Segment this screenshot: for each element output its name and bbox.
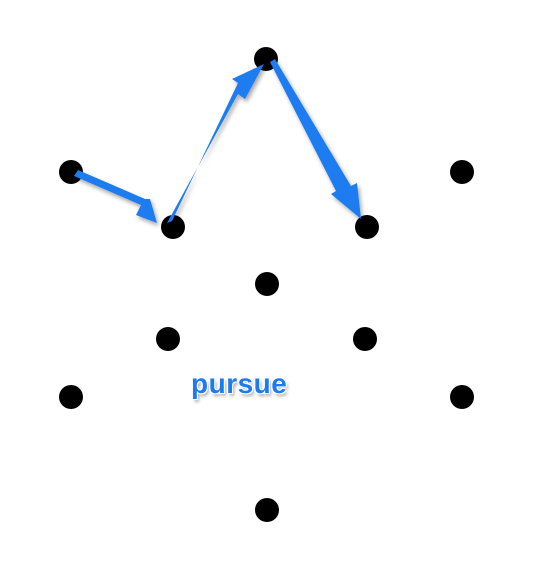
arrow-icon xyxy=(167,64,264,223)
arrow-icon xyxy=(74,170,157,223)
dot-icon xyxy=(450,160,474,184)
word-label: pursue xyxy=(191,368,288,399)
dot-icon xyxy=(59,160,83,184)
dot-icon xyxy=(59,385,83,409)
dot-icon xyxy=(255,272,279,296)
dot-icon xyxy=(255,498,279,522)
arrow-icon xyxy=(270,59,361,219)
dot-icon xyxy=(156,327,180,351)
dot-grid xyxy=(59,47,474,522)
path-arrows xyxy=(74,59,361,223)
dot-icon xyxy=(161,215,185,239)
dot-icon xyxy=(450,385,474,409)
dot-icon xyxy=(355,215,379,239)
dot-icon xyxy=(353,327,377,351)
